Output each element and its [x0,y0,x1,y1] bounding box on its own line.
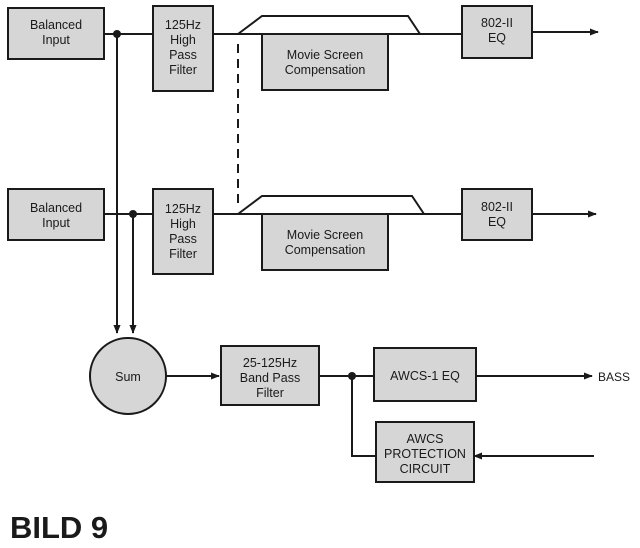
block-line: Balanced [30,201,82,215]
block-line: Input [42,33,70,47]
bypass-path-2 [237,195,425,215]
block-line: Balanced [30,18,82,32]
block-line: CIRCUIT [400,462,451,476]
block-line: Filter [256,386,284,400]
block-line: Filter [169,63,197,77]
block-line: AWCS-1 EQ [390,369,460,383]
signal-wires [104,15,599,460]
block-awcs-eq: AWCS-1 EQ [373,347,477,402]
block-line: Movie Screen [287,48,363,62]
wire-protection-loop [351,376,376,457]
block-line: Band Pass [240,371,300,385]
junction-dot-2 [129,210,137,218]
block-line: AWCS [406,432,443,446]
block-line: Movie Screen [287,228,363,242]
block-line: Input [42,216,70,230]
block-line: High [170,217,196,231]
block-line: PROTECTION [384,447,466,461]
block-sum: Sum [89,337,167,415]
block-line: EQ [488,31,506,45]
block-line: EQ [488,215,506,229]
block-line: Pass [169,232,197,246]
output-label-bass: BASS [598,370,630,384]
block-line: Filter [169,247,197,261]
bypass-path-1 [237,15,421,35]
block-line: 125Hz [165,202,201,216]
block-line: High [170,33,196,47]
block-line: Compensation [285,243,366,257]
block-line: Compensation [285,63,366,77]
block-line: Pass [169,48,197,62]
block-line: Sum [115,370,141,384]
junction-dot-1 [113,30,121,38]
block-line: 25-125Hz [243,356,297,370]
figure-label: BILD 9 [10,510,108,545]
block-line: 802-II [481,16,513,30]
block-line: 125Hz [165,18,201,32]
block-line: 802-II [481,200,513,214]
